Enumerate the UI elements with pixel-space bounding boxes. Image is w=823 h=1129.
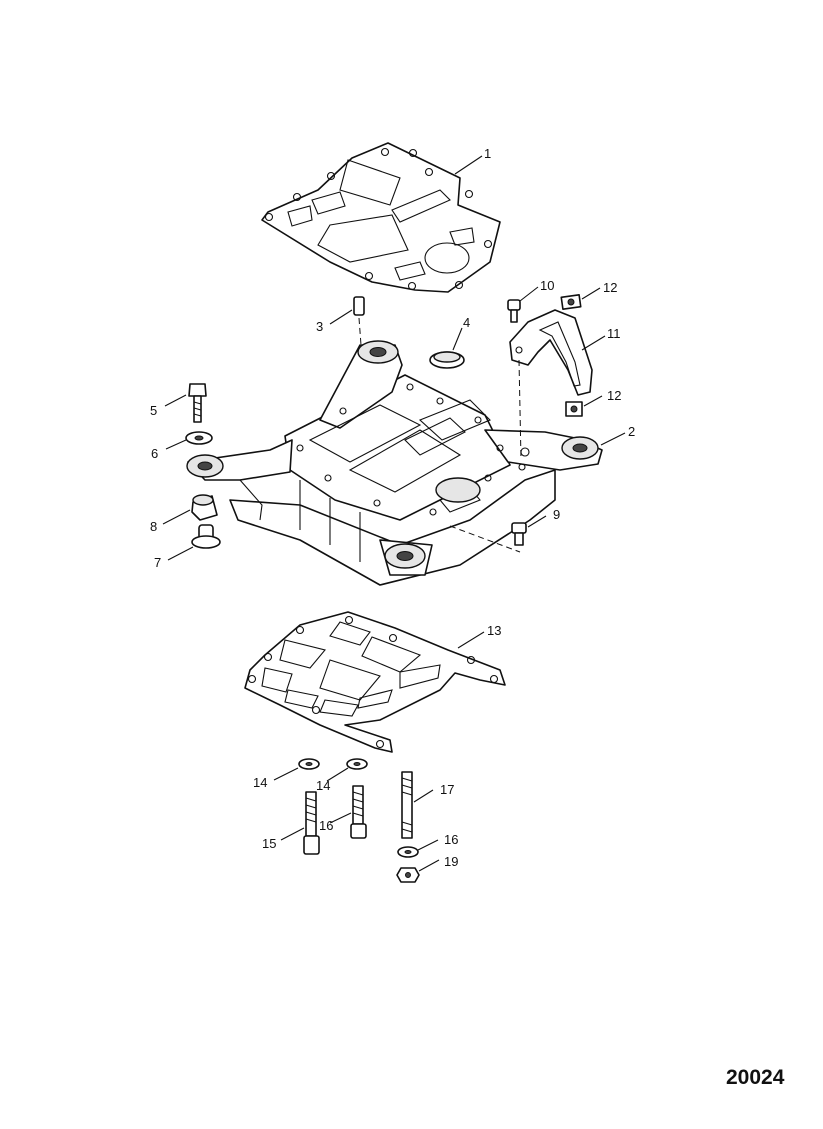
upper-gasket	[261, 142, 501, 293]
callout-7: 7	[154, 555, 161, 570]
nut-12-upper	[560, 294, 582, 310]
callouts: 1 2 3 4 5 6 7 8 9 10 11 12 12 13 14 14 1…	[150, 146, 635, 869]
nut-12-lower	[565, 401, 583, 417]
callout-16-right: 16	[444, 832, 458, 847]
washer-14-left	[298, 758, 320, 770]
callout-6: 6	[151, 446, 158, 461]
callout-16-left: 16	[319, 818, 333, 833]
screw-9	[449, 522, 527, 553]
screw-16	[350, 785, 367, 839]
bushing-7	[191, 524, 221, 549]
lower-gasket	[244, 611, 506, 753]
callout-12-lower: 12	[607, 388, 621, 403]
dowel-pin	[353, 296, 365, 346]
callout-5: 5	[150, 403, 157, 418]
callout-8: 8	[150, 519, 157, 534]
callout-10: 10	[540, 278, 554, 293]
callout-9: 9	[553, 507, 560, 522]
washer-6	[185, 431, 213, 445]
screw-15	[303, 791, 320, 855]
screw-10	[507, 299, 521, 323]
callout-11: 11	[607, 326, 621, 341]
stud-17	[401, 771, 413, 839]
adapter-plate-housing	[186, 340, 603, 586]
leader-lines	[162, 155, 626, 872]
nut-19	[396, 867, 420, 883]
callout-14-left: 14	[253, 775, 267, 790]
callout-4: 4	[463, 315, 470, 330]
callout-3: 3	[316, 319, 323, 334]
figure-number: 20024	[726, 1066, 785, 1089]
callout-14-right: 14	[316, 778, 330, 793]
mount-8	[191, 494, 218, 521]
washer-16	[397, 846, 419, 858]
callout-13: 13	[487, 623, 501, 638]
callout-19: 19	[444, 854, 458, 869]
callout-1: 1	[484, 146, 491, 161]
callout-17: 17	[440, 782, 454, 797]
callout-2: 2	[628, 424, 635, 439]
callout-15: 15	[262, 836, 276, 851]
bracket	[509, 309, 593, 461]
bolt-5	[188, 383, 207, 423]
washer-14-right	[346, 758, 368, 770]
callout-12-upper: 12	[603, 280, 617, 295]
seal	[429, 351, 465, 369]
